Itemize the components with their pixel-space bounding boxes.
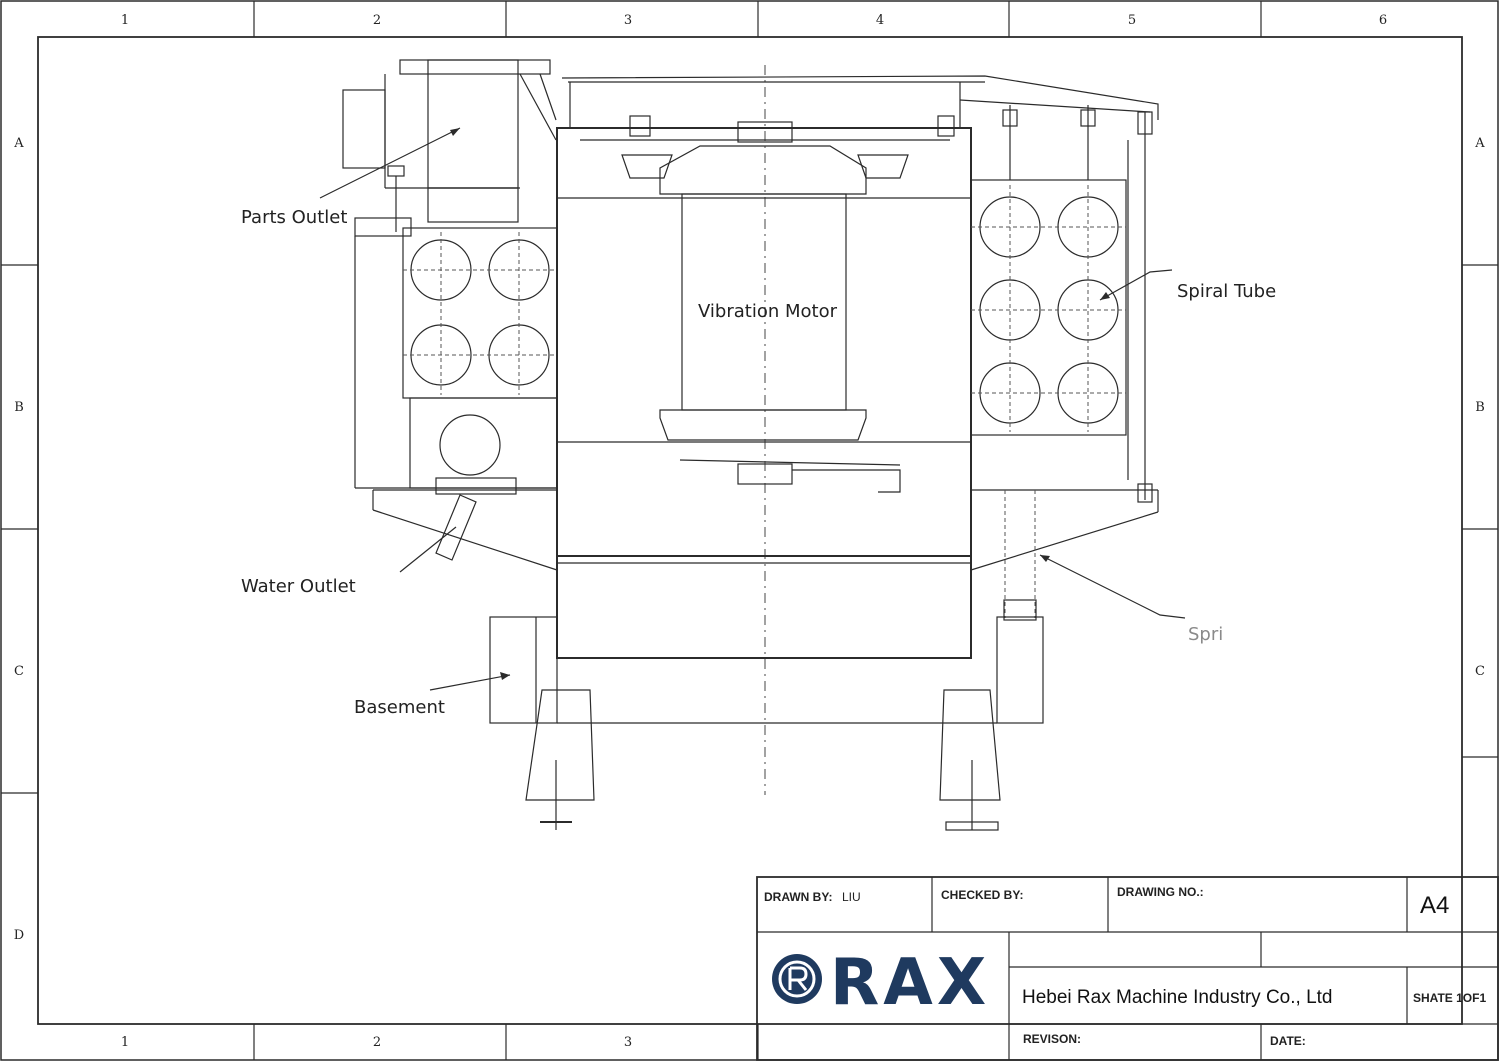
column-number-bottom-3: 3 — [624, 1035, 632, 1050]
label-vibration-motor: Vibration Motor — [698, 301, 838, 322]
column-number-top-6: 6 — [1379, 13, 1387, 28]
row-letter-left-d: D — [14, 928, 24, 943]
revision-label: REVISON: — [1023, 1032, 1081, 1046]
top-lid — [561, 75, 1159, 128]
right-spiral-tube-stack — [970, 105, 1153, 503]
label-water-outlet: Water Outlet — [241, 576, 356, 597]
company-name: Hebei Rax Machine Industry Co., Ltd — [1022, 987, 1333, 1008]
drawn-by-value: LIU — [842, 890, 861, 904]
column-number-bottom-2: 2 — [373, 1035, 381, 1050]
date-label: DATE: — [1270, 1034, 1306, 1048]
column-number-top-1: 1 — [121, 13, 129, 28]
checked-by-label: CHECKED BY: — [941, 888, 1023, 902]
logo-text: RAX — [830, 946, 990, 1020]
column-number-top-2: 2 — [373, 13, 381, 28]
leader-lines — [319, 127, 1186, 691]
column-number-bottom-1: 1 — [121, 1035, 129, 1050]
machine-drawing — [319, 59, 1186, 831]
column-number-top-5: 5 — [1128, 13, 1136, 28]
label-basement: Basement — [354, 697, 445, 718]
label-parts-outlet: Parts Outlet — [241, 207, 347, 228]
drawing-no-label: DRAWING NO.: — [1117, 885, 1204, 899]
sheet-number: SHATE 1OF1 — [1413, 991, 1486, 1005]
parts-outlet-chute — [342, 59, 557, 232]
label-spiral-tube: Spiral Tube — [1177, 281, 1276, 302]
row-letter-left-a: A — [13, 136, 24, 151]
row-letter-left-b: B — [14, 400, 24, 415]
basement-supports — [489, 616, 1044, 831]
row-letter-left-c: C — [14, 664, 24, 679]
spring-column — [1003, 490, 1037, 621]
label-spring: Spri — [1188, 624, 1223, 645]
rax-logo: RAX — [772, 946, 990, 1020]
drawn-by-label: DRAWN BY: — [764, 890, 832, 904]
column-number-top-3: 3 — [624, 13, 632, 28]
title-block — [756, 876, 1499, 1061]
sheet-size: A4 — [1420, 892, 1449, 919]
vibration-motor — [659, 145, 901, 493]
base-platform — [372, 477, 1159, 571]
column-number-top-4: 4 — [876, 13, 884, 28]
row-letter-right-c: C — [1475, 664, 1485, 679]
row-letter-right-b: B — [1475, 400, 1485, 415]
main-body — [556, 115, 972, 659]
row-letter-right-a: A — [1474, 136, 1485, 151]
left-spiral-tube-stack — [354, 217, 558, 489]
